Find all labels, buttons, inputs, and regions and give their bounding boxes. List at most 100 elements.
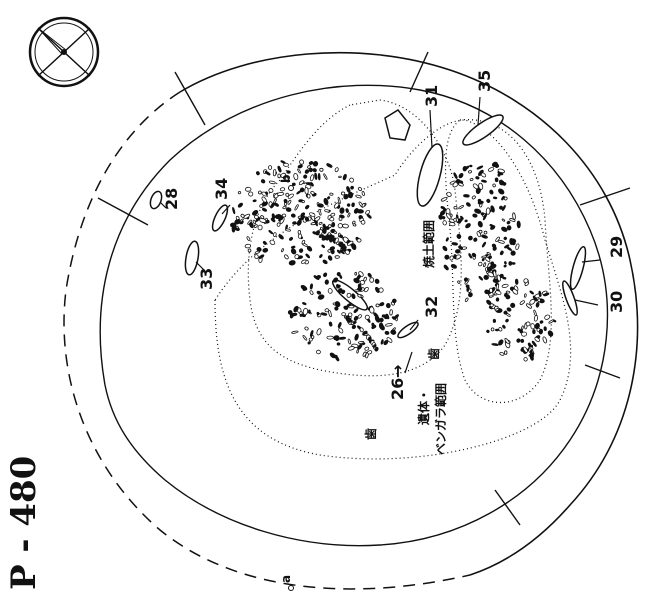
outer-pit-boundary — [179, 51, 639, 576]
fragment-mark — [338, 327, 344, 334]
fragment-mark — [245, 186, 252, 192]
label-31: 31 — [422, 85, 441, 107]
fragment-mark — [252, 199, 257, 203]
fragment-mark — [504, 338, 510, 345]
fragment-mark — [258, 254, 265, 259]
fragment-mark — [361, 203, 366, 208]
fragment-mark — [497, 239, 505, 244]
fragment-mark — [323, 272, 328, 278]
artifact-stones — [149, 109, 587, 339]
outer-dashed-boundary — [63, 91, 471, 590]
fragment-mark — [248, 191, 254, 197]
fragment-mark — [438, 214, 443, 220]
fragment-mark — [383, 340, 389, 346]
fragment-mark — [338, 175, 342, 179]
fragment-mark — [290, 245, 296, 249]
fragment-mark — [391, 298, 397, 304]
fragment-mark — [483, 274, 489, 280]
fragment-mark — [247, 248, 252, 253]
fragment-mark — [319, 254, 323, 259]
fragment-mark — [510, 238, 517, 244]
fragment-mark — [276, 222, 281, 227]
fragment-mark — [519, 300, 525, 305]
fragment-mark — [324, 279, 329, 285]
fragment-mark — [330, 249, 335, 255]
fragment-mark — [525, 303, 533, 309]
fragment-mark — [468, 253, 473, 259]
fragment-mark — [262, 240, 267, 245]
fragment-mark — [343, 194, 349, 200]
burned-soil-label: 焼土範囲 — [421, 220, 436, 268]
fragment-mark — [522, 346, 528, 353]
fragment-mark — [363, 276, 367, 282]
fragment-mark — [491, 343, 499, 346]
stone-31 — [416, 143, 444, 207]
fragment-mark — [531, 340, 537, 347]
fragment-mark — [495, 290, 502, 295]
fragment-mark — [515, 243, 520, 250]
fragment-mark — [294, 204, 299, 211]
fragment-mark — [478, 275, 484, 281]
fragment-mark — [357, 343, 363, 350]
fragment-mark — [483, 230, 488, 235]
fragment-mark — [501, 283, 509, 288]
fragment-mark — [288, 260, 296, 266]
fragment-mark — [445, 237, 449, 242]
fragment-mark — [326, 335, 334, 340]
fragment-mark — [277, 165, 282, 173]
fragment-mark — [453, 205, 458, 210]
label-29: 29 — [607, 236, 626, 258]
fragment-mark — [489, 189, 494, 195]
fragment-mark — [378, 287, 384, 293]
fragment-mark — [308, 309, 311, 314]
fragment-mark — [480, 212, 485, 216]
fragment-mark — [351, 324, 357, 330]
fragment-mark — [471, 195, 476, 200]
fragment-mark — [331, 222, 336, 228]
fragment-mark — [334, 255, 340, 259]
fragment-mark — [347, 212, 351, 218]
fragment-mark — [346, 203, 351, 207]
fragment-mark — [333, 230, 337, 234]
fragment-mark — [440, 197, 448, 202]
fragment-mark — [359, 279, 365, 285]
fragment-mark — [499, 250, 504, 256]
fragment-mark — [284, 254, 289, 260]
fragment-mark — [269, 239, 276, 246]
fragment-mark — [468, 235, 473, 241]
fragment-mark — [285, 176, 290, 183]
fragment-mark — [281, 213, 287, 218]
fragment-mark — [544, 314, 551, 320]
fragment-mark — [355, 194, 362, 199]
fragment-mark — [490, 205, 495, 213]
fragment-mark — [375, 303, 380, 308]
fragment-mark — [442, 220, 447, 226]
fragment-mark — [316, 274, 321, 279]
fragment-mark — [304, 326, 309, 331]
label-26-arrow: → — [388, 365, 407, 378]
fragment-mark — [317, 294, 325, 300]
fragment-mark — [305, 182, 313, 185]
fragment-mark — [289, 237, 293, 241]
fragment-mark — [543, 326, 547, 331]
fragment-mark — [380, 339, 384, 345]
fragment-mark — [374, 315, 381, 323]
fragment-mark — [318, 221, 323, 225]
fragment-mark — [258, 190, 262, 195]
fragment-mark — [506, 220, 511, 225]
fragment-mark — [481, 179, 487, 183]
fragment-mark — [476, 231, 482, 238]
fragment-mark — [256, 247, 262, 252]
fragment-mark — [307, 165, 311, 169]
fragment-mark — [312, 168, 317, 173]
fragment-mark — [294, 254, 300, 260]
fragment-mark — [260, 215, 265, 219]
fragment-mark — [277, 173, 281, 179]
fragment-mark — [307, 341, 311, 345]
fragment-mark — [389, 309, 393, 316]
fragment-mark — [503, 350, 508, 355]
fragment-mark — [529, 290, 534, 295]
fragment-mark — [289, 312, 294, 319]
fragment-mark — [476, 165, 484, 170]
